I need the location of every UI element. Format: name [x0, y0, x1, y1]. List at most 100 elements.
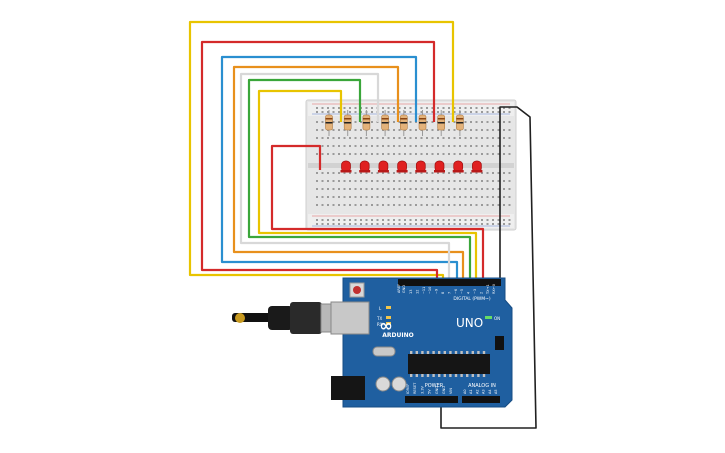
- terminal-hole: [415, 153, 417, 155]
- terminal-hole: [327, 172, 329, 174]
- terminal-hole: [415, 204, 417, 206]
- rail-hole: [475, 107, 478, 109]
- terminal-hole: [420, 180, 423, 182]
- terminal-hole: [398, 204, 401, 206]
- pin-label: 7: [447, 292, 451, 294]
- usb-strain-relief: [268, 306, 293, 330]
- rail-hole: [486, 219, 489, 221]
- red-led-rim: [452, 170, 464, 173]
- terminal-hole: [387, 129, 390, 131]
- terminal-hole: [360, 188, 362, 190]
- rail-hole: [393, 223, 395, 225]
- terminal-hole: [470, 121, 472, 123]
- terminal-hole: [393, 196, 395, 198]
- terminal-hole: [453, 129, 456, 131]
- reset-button-cap[interactable]: [353, 286, 361, 294]
- terminal-hole: [459, 137, 461, 139]
- terminal-hole: [470, 129, 472, 131]
- terminal-hole: [442, 145, 445, 147]
- rail-hole: [360, 219, 362, 221]
- power-label: POWER: [425, 383, 444, 389]
- terminal-hole: [365, 188, 368, 190]
- rail-hole: [437, 219, 439, 221]
- terminal-hole: [459, 180, 461, 182]
- terminal-hole: [492, 129, 494, 131]
- rail-hole: [426, 107, 428, 109]
- terminal-hole: [360, 137, 362, 139]
- rail-hole: [365, 223, 368, 225]
- rail-hole: [371, 107, 373, 109]
- rail-hole: [382, 219, 384, 221]
- rail-hole: [420, 219, 423, 221]
- usb-cable-end: [235, 313, 245, 323]
- chip-pin: [477, 374, 480, 377]
- terminal-hole: [354, 180, 357, 182]
- terminal-hole: [497, 196, 500, 198]
- terminal-hole: [382, 180, 384, 182]
- terminal-hole: [338, 196, 340, 198]
- terminal-hole: [409, 172, 412, 174]
- terminal-hole: [448, 180, 450, 182]
- terminal-hole: [448, 137, 450, 139]
- rail-hole: [426, 111, 428, 113]
- rail-hole: [431, 219, 434, 221]
- terminal-hole: [371, 129, 373, 131]
- rail-hole: [316, 111, 318, 113]
- rail-hole: [393, 111, 395, 113]
- terminal-hole: [354, 145, 357, 147]
- terminal-hole: [431, 196, 434, 198]
- chip-pin: [421, 374, 424, 377]
- terminal-hole: [349, 196, 351, 198]
- terminal-hole: [486, 153, 489, 155]
- terminal-hole: [486, 172, 489, 174]
- pin-label: 2: [479, 292, 483, 294]
- terminal-hole: [338, 145, 340, 147]
- rail-hole: [453, 223, 456, 225]
- resistor-band: [400, 118, 408, 120]
- terminal-hole: [371, 204, 373, 206]
- rail-hole: [442, 223, 445, 225]
- chip-pin: [426, 374, 430, 377]
- terminal-hole: [431, 188, 434, 190]
- terminal-hole: [327, 196, 329, 198]
- terminal-hole: [371, 196, 373, 198]
- terminal-hole: [426, 121, 428, 123]
- rail-hole: [470, 219, 472, 221]
- terminal-hole: [464, 145, 467, 147]
- wires: [188, 20, 537, 429]
- icsp-header: [495, 336, 504, 350]
- rail-hole: [486, 223, 489, 225]
- rail-hole: [475, 111, 478, 113]
- rail-hole: [382, 107, 384, 109]
- terminal-hole: [437, 137, 439, 139]
- terminal-hole: [360, 180, 362, 182]
- terminal-hole: [387, 196, 390, 198]
- terminal-hole: [398, 137, 401, 139]
- rail-hole: [437, 107, 439, 109]
- terminal-hole: [437, 129, 439, 131]
- terminal-hole: [442, 196, 445, 198]
- pin-label: A2: [475, 389, 479, 394]
- rail-hole: [508, 107, 511, 109]
- terminal-hole: [481, 204, 483, 206]
- wire-red-2: [270, 144, 485, 283]
- gnd-label: GND: [402, 285, 406, 293]
- rail-hole: [338, 107, 340, 109]
- rail-hole: [376, 219, 379, 221]
- terminal-hole: [508, 188, 511, 190]
- pin-label: IOREF: [406, 384, 410, 394]
- terminal-hole: [453, 137, 456, 139]
- terminal-hole: [376, 145, 379, 147]
- terminal-hole: [486, 180, 489, 182]
- terminal-hole: [448, 121, 450, 123]
- terminal-hole: [420, 137, 423, 139]
- terminal-hole: [470, 188, 472, 190]
- rail-hole: [321, 223, 324, 225]
- terminal-hole: [343, 196, 346, 198]
- terminal-hole: [398, 121, 401, 123]
- terminal-hole: [470, 137, 472, 139]
- terminal-hole: [497, 137, 500, 139]
- terminal-hole: [332, 153, 335, 155]
- pin-label: ~10: [428, 287, 432, 294]
- rail-hole: [371, 223, 373, 225]
